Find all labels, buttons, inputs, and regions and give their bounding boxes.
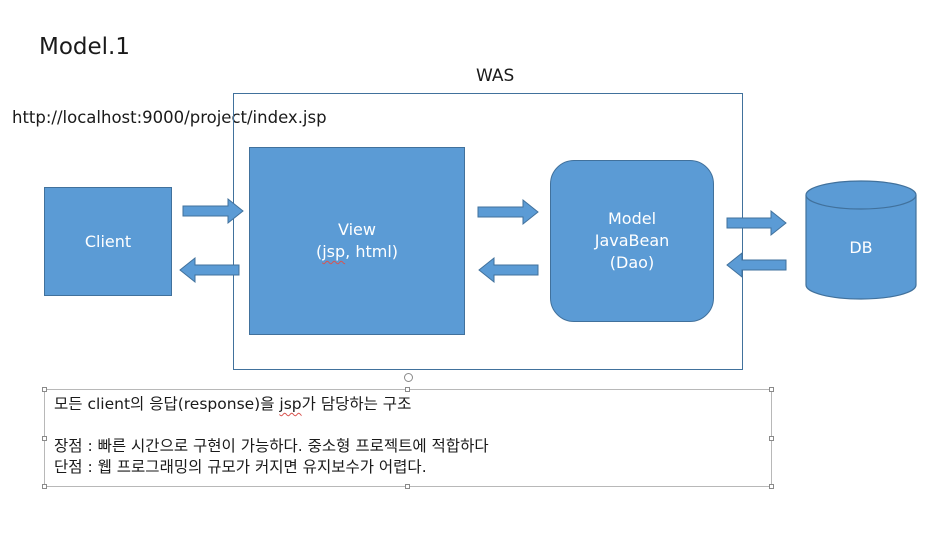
view-html-text: , html) bbox=[345, 242, 399, 261]
url-label: http://localhost:9000/project/index.jsp bbox=[12, 108, 327, 127]
model-label-line3: (Dao) bbox=[609, 253, 655, 272]
client-label: Client bbox=[84, 231, 132, 251]
note-line-1-suffix: 가 담당하는 구조 bbox=[301, 395, 412, 413]
arrow-model-to-view bbox=[478, 256, 539, 284]
note-line-3: 장점 : 빠른 시간으로 구현이 가능하다. 중소형 프로젝트에 적합하다 bbox=[54, 437, 489, 455]
note-textbox[interactable] bbox=[42, 387, 774, 489]
model-label-line1: Model bbox=[607, 209, 657, 228]
arrow-db-to-model bbox=[726, 251, 787, 279]
resize-handle-sw[interactable] bbox=[42, 484, 47, 489]
view-label-line1: View bbox=[338, 220, 376, 239]
resize-handle-s[interactable] bbox=[405, 484, 410, 489]
resize-handle-ne[interactable] bbox=[769, 387, 774, 392]
view-box[interactable]: View (jsp, html) bbox=[249, 147, 465, 335]
db-cylinder[interactable] bbox=[805, 180, 917, 300]
rotate-handle[interactable] bbox=[404, 373, 413, 382]
arrow-model-to-db bbox=[726, 209, 787, 237]
model-label-line2: JavaBean bbox=[594, 231, 670, 250]
resize-handle-se[interactable] bbox=[769, 484, 774, 489]
slide-title: Model.1 bbox=[39, 34, 131, 60]
client-box[interactable]: Client bbox=[44, 187, 172, 296]
db-label: DB bbox=[849, 238, 873, 257]
resize-handle-w[interactable] bbox=[42, 436, 47, 441]
note-line-1-jsp: jsp bbox=[279, 395, 302, 413]
view-paren-open: ( bbox=[315, 242, 323, 261]
note-line-1: 모든 client의 응답(response)을 jsp가 담당하는 구조 bbox=[54, 394, 489, 415]
view-jsp-text: jsp bbox=[322, 242, 346, 261]
arrow-view-to-client bbox=[179, 256, 240, 284]
resize-handle-e[interactable] bbox=[769, 436, 774, 441]
arrow-client-to-view bbox=[182, 197, 244, 225]
was-container bbox=[233, 93, 743, 370]
arrow-view-to-model bbox=[477, 198, 539, 226]
view-label-line2: (jsp, html) bbox=[316, 241, 398, 263]
note-line-2 bbox=[54, 415, 489, 436]
model-box[interactable]: Model JavaBean (Dao) bbox=[550, 160, 714, 322]
note-text: 모든 client의 응답(response)을 jsp가 담당하는 구조 장점… bbox=[54, 394, 489, 478]
was-label: WAS bbox=[476, 66, 515, 86]
resize-handle-n[interactable] bbox=[405, 387, 410, 392]
note-line-1-prefix: 모든 client의 응답(response)을 bbox=[54, 395, 280, 413]
resize-handle-nw[interactable] bbox=[42, 387, 47, 392]
note-line-4: 단점 : 웹 프로그래밍의 규모가 커지면 유지보수가 어렵다. bbox=[54, 458, 427, 476]
